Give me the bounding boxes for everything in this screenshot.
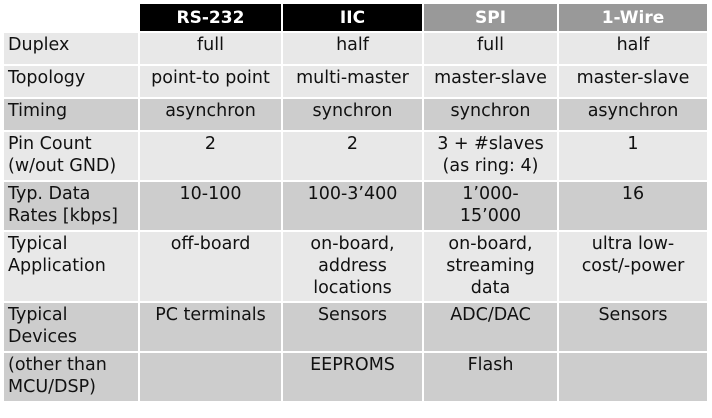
table-cell: 1 <box>559 132 707 180</box>
row-label: Topology <box>4 66 138 97</box>
table-cell: multi-master <box>283 66 422 97</box>
table-cell: ultra low- cost/-power <box>559 232 707 301</box>
row-label: Typical Devices <box>4 303 138 351</box>
table-cell: half <box>559 33 707 64</box>
table-row-application: Typical Application off-board on-board, … <box>4 232 707 301</box>
row-label: Pin Count (w/out GND) <box>4 132 138 180</box>
header-1wire: 1-Wire <box>559 4 707 31</box>
table-cell: point-to point <box>140 66 281 97</box>
row-label: (other than MCU/DSP) <box>4 353 138 401</box>
table-cell: ADC/DAC <box>424 303 557 351</box>
table-cell: Flash <box>424 353 557 401</box>
table-row-timing: Timing asynchron synchron synchron async… <box>4 99 707 130</box>
bus-comparison-table: RS-232 IIC SPI 1-Wire Duplex full half f… <box>2 2 709 403</box>
table-cell: full <box>424 33 557 64</box>
table-row-devices: Typical Devices PC terminals Sensors ADC… <box>4 303 707 351</box>
table-cell: full <box>140 33 281 64</box>
header-row: RS-232 IIC SPI 1-Wire <box>4 4 707 31</box>
table-row-pin-count: Pin Count (w/out GND) 2 2 3 + #slaves (a… <box>4 132 707 180</box>
header-corner <box>4 4 138 31</box>
table-cell: asynchron <box>140 99 281 130</box>
table-cell: Sensors <box>559 303 707 351</box>
table-cell: PC terminals <box>140 303 281 351</box>
table-row-data-rates: Typ. Data Rates [kbps] 10-100 100-3’400 … <box>4 182 707 230</box>
table-cell: on-board, address locations <box>283 232 422 301</box>
table-cell: on-board, streaming data <box>424 232 557 301</box>
table-cell: EEPROMS <box>283 353 422 401</box>
table-cell: synchron <box>283 99 422 130</box>
table-cell: asynchron <box>559 99 707 130</box>
table-cell: master-slave <box>424 66 557 97</box>
table-cell: 1’000- 15’000 <box>424 182 557 230</box>
header-iic: IIC <box>283 4 422 31</box>
table-cell: synchron <box>424 99 557 130</box>
row-label: Duplex <box>4 33 138 64</box>
row-label: Typical Application <box>4 232 138 301</box>
table-cell: 100-3’400 <box>283 182 422 230</box>
table-row-duplex: Duplex full half full half <box>4 33 707 64</box>
table-cell: master-slave <box>559 66 707 97</box>
table-row-other-devices: (other than MCU/DSP) EEPROMS Flash <box>4 353 707 401</box>
header-spi: SPI <box>424 4 557 31</box>
table-cell <box>140 353 281 401</box>
table-cell: half <box>283 33 422 64</box>
table-cell <box>559 353 707 401</box>
table-cell: 10-100 <box>140 182 281 230</box>
table-cell: 2 <box>283 132 422 180</box>
header-rs232: RS-232 <box>140 4 281 31</box>
table-cell: 3 + #slaves (as ring: 4) <box>424 132 557 180</box>
row-label: Timing <box>4 99 138 130</box>
table-cell: Sensors <box>283 303 422 351</box>
row-label: Typ. Data Rates [kbps] <box>4 182 138 230</box>
table-row-topology: Topology point-to point multi-master mas… <box>4 66 707 97</box>
table-cell: 16 <box>559 182 707 230</box>
table-cell: off-board <box>140 232 281 301</box>
table-cell: 2 <box>140 132 281 180</box>
